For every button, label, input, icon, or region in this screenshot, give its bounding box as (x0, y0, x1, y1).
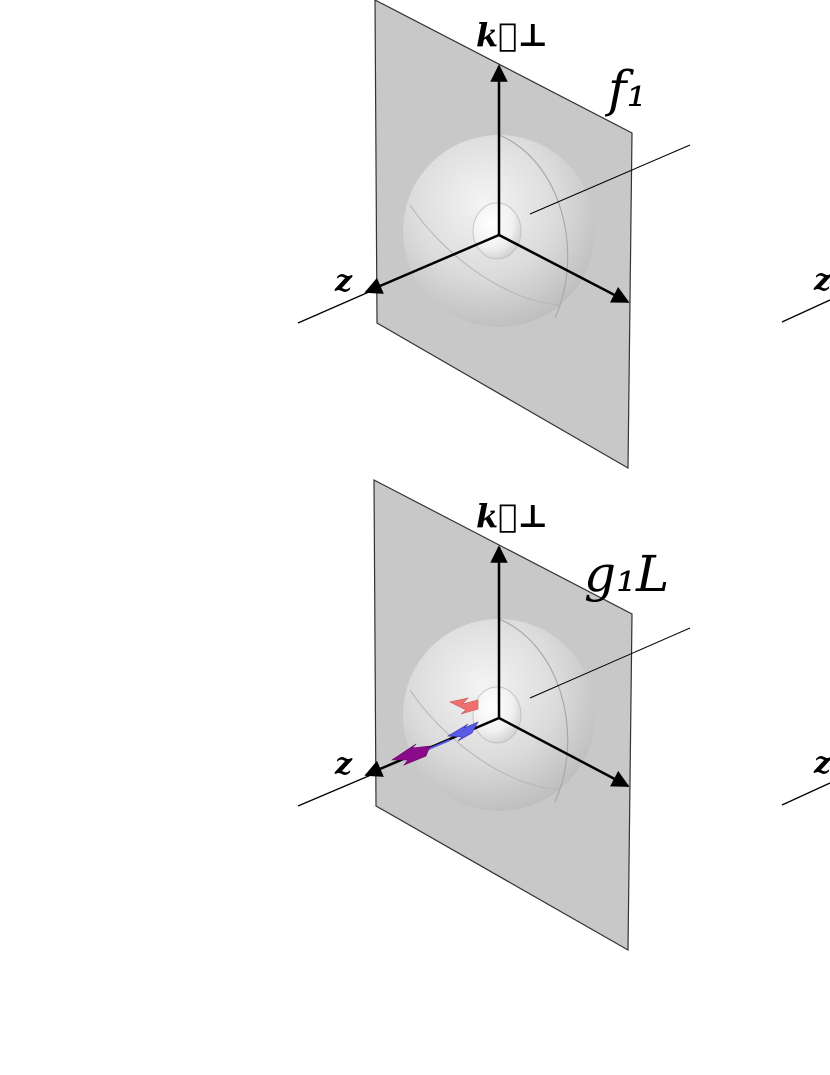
x-axis (498, 233, 630, 304)
axis-label-z-partial: z (813, 746, 830, 781)
red-polarization-arrow (449, 697, 479, 715)
axis-label-k-perp: k⃗⊥ (476, 497, 548, 535)
z-axis-extension (297, 771, 379, 807)
magenta-spin-arrow (391, 739, 451, 766)
sphere-meridian (498, 134, 569, 319)
inner-core (472, 202, 522, 260)
z-axis (364, 233, 500, 294)
inner-core (472, 686, 522, 744)
pointer-line (529, 144, 691, 215)
x-axis (498, 716, 630, 788)
pointer-line (529, 627, 691, 699)
axis-label-k-perp: k⃗⊥ (476, 16, 548, 54)
sphere-meridian (409, 689, 561, 791)
axis-label-z-partial: z (813, 263, 830, 298)
panel-g1L: k⃗⊥ z g₁L (297, 479, 691, 952)
function-label: f₁ (604, 60, 647, 118)
function-label: g₁L (584, 545, 669, 603)
blue-polarization-arrow (447, 721, 479, 742)
partial-panel-right-top: z (781, 263, 830, 323)
sphere-meridian (498, 618, 569, 803)
axis-label-z: z (334, 264, 353, 299)
sphere-meridian (409, 204, 561, 306)
axis-label-z: z (334, 747, 353, 782)
partial-panel-right-bottom: z (781, 746, 830, 806)
panel-f1: k⃗⊥ z f₁ (297, 0, 691, 470)
